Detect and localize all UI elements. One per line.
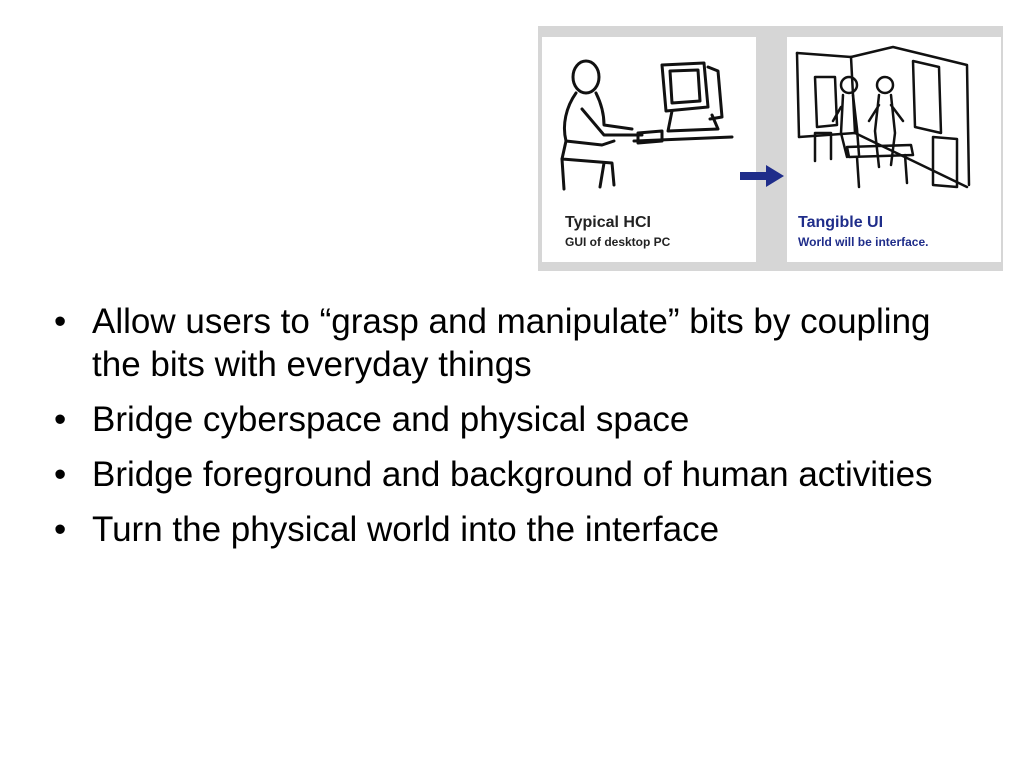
tangible-ui-panel: Tangible UI World will be interface.	[787, 37, 1001, 262]
bullet-marker: •	[54, 455, 67, 494]
desktop-user-sketch	[560, 59, 734, 191]
bullet-item: • Bridge foreground and background of hu…	[54, 453, 984, 496]
typical-hci-subtitle: GUI of desktop PC	[565, 235, 671, 249]
hci-comparison-figure: Typical HCI GUI of desktop PC	[538, 26, 1003, 271]
bullet-item: • Bridge cyberspace and physical space	[54, 398, 984, 441]
arrow-right-icon	[740, 165, 784, 187]
tangible-ui-title: Tangible UI	[798, 214, 884, 231]
typical-hci-title: Typical HCI	[565, 214, 651, 231]
bullet-text: Bridge cyberspace and physical space	[92, 400, 690, 439]
bullet-text: Allow users to “grasp and manipulate” bi…	[92, 302, 931, 384]
typical-hci-panel: Typical HCI GUI of desktop PC	[542, 37, 756, 262]
bullet-item: • Turn the physical world into the inter…	[54, 508, 984, 551]
bullet-marker: •	[54, 510, 67, 549]
bullet-item: • Allow users to “grasp and manipulate” …	[54, 300, 984, 386]
bullet-text: Turn the physical world into the interfa…	[92, 510, 720, 549]
bullet-list: • Allow users to “grasp and manipulate” …	[54, 300, 984, 563]
bullet-text: Bridge foreground and background of huma…	[92, 455, 933, 494]
tangible-room-sketch	[795, 45, 971, 189]
bullet-marker: •	[54, 302, 67, 341]
bullet-marker: •	[54, 400, 67, 439]
tangible-ui-subtitle: World will be interface.	[798, 235, 929, 249]
